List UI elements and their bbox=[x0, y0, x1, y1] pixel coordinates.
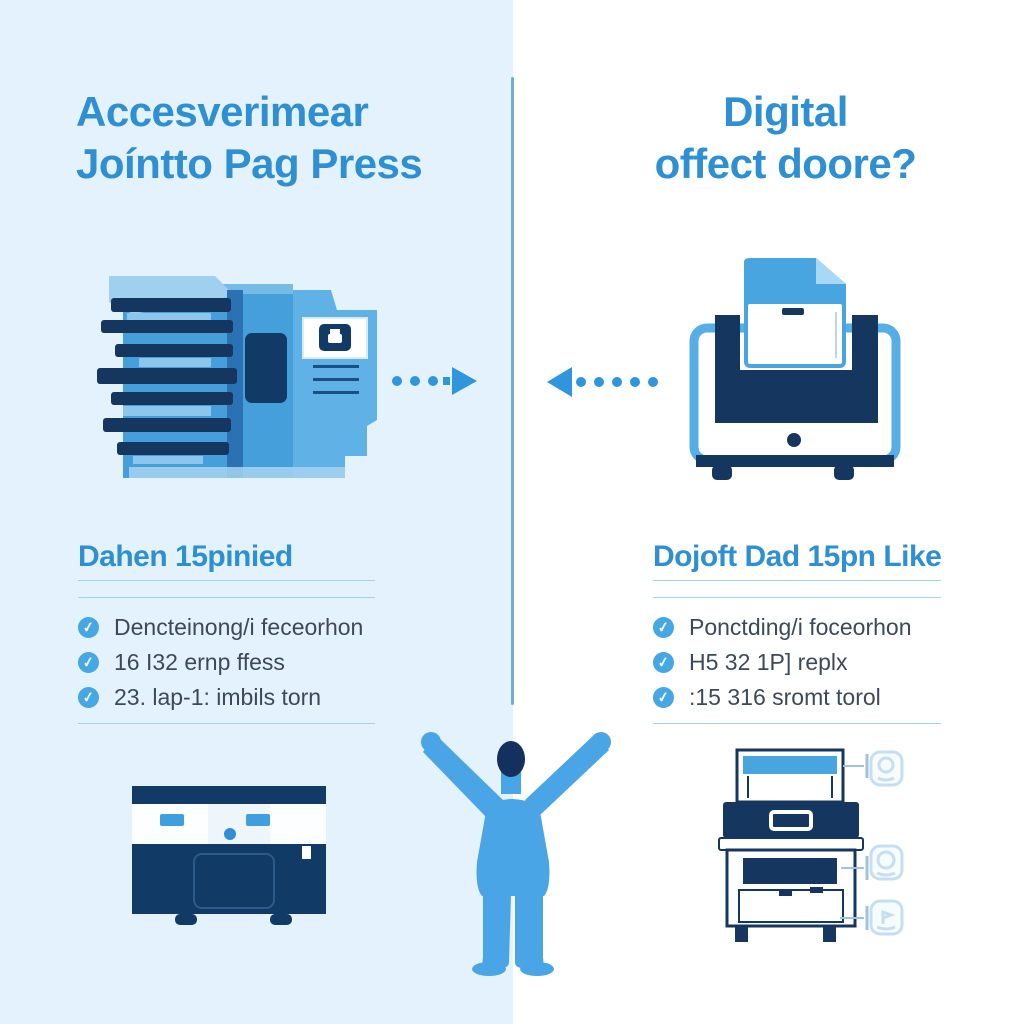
offset-press-illustration bbox=[97, 276, 377, 478]
underline bbox=[653, 580, 941, 581]
callout-lines bbox=[840, 754, 869, 930]
arrow-left-icon bbox=[547, 367, 658, 397]
left-title: Accesverimear Joíntto Pag Press bbox=[76, 86, 423, 190]
feature-badge-camera-icon bbox=[869, 750, 904, 787]
right-subtitle: Dojoft Dad 15pn Like bbox=[653, 540, 942, 573]
person-silhouette bbox=[421, 732, 611, 976]
right-title: Digital offect doore? bbox=[598, 86, 973, 190]
person-head bbox=[497, 741, 525, 777]
check-icon: ✓ bbox=[76, 685, 101, 710]
underline bbox=[653, 723, 941, 724]
right-title-line2: offect doore? bbox=[654, 140, 917, 187]
production-printer-illustration bbox=[718, 748, 904, 942]
check-icon: ✓ bbox=[76, 615, 101, 640]
check-icon: ✓ bbox=[651, 650, 676, 675]
list-item: ✓ Dencteinong/i feceorhon bbox=[76, 614, 375, 641]
bullet-text: H5 32 1P] replx bbox=[689, 649, 848, 675]
left-title-line2: Joíntto Pag Press bbox=[76, 140, 423, 187]
bullet-text: Dencteinong/i feceorhon bbox=[114, 614, 364, 640]
list-item: ✓ 23. lap-1: imbils torn bbox=[76, 684, 375, 711]
right-feature-list: ✓ Ponctding/i foceorhon ✓ H5 32 1P] repl… bbox=[651, 580, 941, 724]
left-title-line1: Accesverimear bbox=[76, 88, 369, 135]
underline bbox=[653, 597, 941, 598]
left-subtitle: Dahen 15pinied bbox=[78, 540, 293, 573]
bullet-text: 16 I32 ernp ffess bbox=[114, 649, 285, 675]
exchange-arrows-icon bbox=[392, 367, 658, 397]
list-item: ✓ :15 316 sromt torol bbox=[651, 684, 941, 711]
underline bbox=[78, 723, 375, 724]
feature-badge-lamp-icon bbox=[869, 899, 904, 936]
list-item: ✓ 16 I32 ernp ffess bbox=[76, 649, 375, 676]
list-item: ✓ H5 32 1P] replx bbox=[651, 649, 941, 676]
check-icon: ✓ bbox=[651, 685, 676, 710]
bullet-text: 23. lap-1: imbils torn bbox=[114, 684, 322, 710]
bullet-text: :15 316 sromt torol bbox=[689, 684, 881, 710]
feature-badge-magnifier-icon bbox=[869, 844, 904, 881]
underline bbox=[78, 580, 375, 581]
bullet-text: Ponctding/i foceorhon bbox=[689, 614, 912, 640]
digital-printer-icon bbox=[689, 258, 901, 480]
list-item: ✓ Ponctding/i foceorhon bbox=[651, 614, 941, 641]
printer-glyph-icon bbox=[328, 329, 342, 343]
center-divider-line bbox=[511, 77, 514, 705]
underline bbox=[78, 597, 375, 598]
arrow-right-icon bbox=[392, 367, 477, 395]
check-icon: ✓ bbox=[76, 650, 101, 675]
right-title-line1: Digital bbox=[723, 88, 848, 135]
flatbed-press-illustration bbox=[132, 786, 326, 925]
check-icon: ✓ bbox=[651, 615, 676, 640]
left-feature-list: ✓ Dencteinong/i feceorhon ✓ 16 I32 ernp … bbox=[76, 580, 375, 724]
